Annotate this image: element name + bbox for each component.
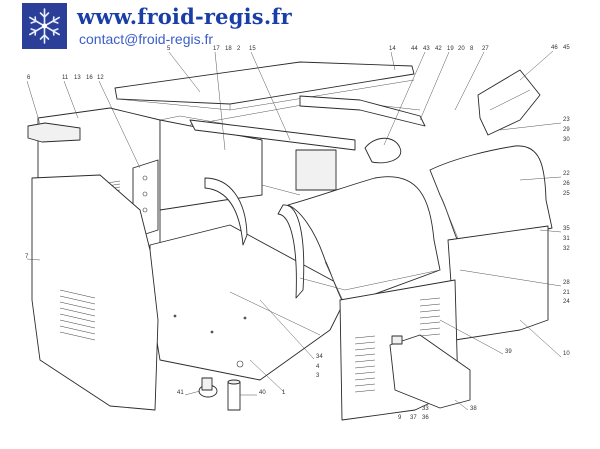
part-label-6: 6: [27, 75, 31, 81]
rack-bracket: [477, 69, 541, 136]
part-label-43: 43: [423, 46, 430, 52]
caster-foot: [198, 377, 218, 398]
part-label-32: 32: [563, 246, 570, 252]
part-label-23: 23: [563, 117, 570, 123]
part-label-15: 15: [249, 46, 256, 52]
ice-bin-left: [287, 176, 441, 306]
compressor-unit: [295, 137, 402, 191]
part-label-4: 4: [316, 364, 320, 370]
part-label-11: 11: [62, 75, 69, 81]
part-label-42: 42: [435, 46, 442, 52]
part-label-21: 21: [563, 290, 570, 296]
contact-email[interactable]: contact@froid-regis.fr: [79, 31, 214, 47]
part-label-28: 28: [563, 280, 570, 286]
side-louver: [354, 297, 441, 393]
part-label-30: 30: [563, 137, 570, 143]
arch-guide-left: [204, 177, 248, 246]
part-label-40: 40: [259, 390, 266, 396]
part-label-37: 37: [410, 415, 417, 421]
front-louver: [59, 289, 96, 341]
leveling-foot: [227, 379, 241, 411]
part-label-2: 2: [237, 46, 241, 52]
ice-bin-right: [429, 145, 553, 249]
part-label-39: 39: [505, 349, 512, 355]
part-label-17: 17: [213, 46, 220, 52]
access-door: [389, 334, 471, 409]
part-label-26: 26: [563, 181, 570, 187]
part-label-10: 10: [563, 351, 570, 357]
part-label-27: 27: [482, 46, 489, 52]
site-url[interactable]: www.froid-regis.fr: [77, 4, 292, 29]
part-label-3: 3: [316, 373, 320, 379]
part-label-25: 25: [563, 191, 570, 197]
part-label-13: 13: [74, 75, 81, 81]
part-label-18: 18: [225, 46, 232, 52]
part-label-44: 44: [411, 46, 418, 52]
part-label-41: 41: [177, 390, 184, 396]
part-label-34: 34: [316, 354, 323, 360]
part-label-45: 45: [563, 45, 570, 51]
part-label-36: 36: [422, 415, 429, 421]
part-label-46: 46: [551, 45, 558, 51]
header: www.froid-regis.fr contact@froid-regis.f…: [0, 0, 600, 55]
snowflake-icon: [22, 3, 67, 49]
part-label-16: 16: [86, 75, 93, 81]
part-label-20: 20: [458, 46, 465, 52]
part-label-8: 8: [470, 46, 474, 52]
part-label-12: 12: [97, 75, 104, 81]
part-label-29: 29: [563, 127, 570, 133]
part-label-14: 14: [389, 46, 396, 52]
part-label-19: 19: [447, 46, 454, 52]
shelf-frame: [189, 95, 426, 151]
part-label-22: 22: [563, 171, 570, 177]
part-label-24: 24: [563, 299, 570, 305]
part-label-7: 7: [25, 254, 29, 260]
part-label-35: 35: [563, 226, 570, 232]
front-left-panel: [31, 174, 159, 411]
part-label-9: 9: [398, 415, 402, 421]
part-label-31: 31: [563, 236, 570, 242]
part-label-38: 38: [470, 406, 477, 412]
part-label-1: 1: [282, 390, 286, 396]
leader-lines: [26, 50, 562, 411]
arch-guide-center: [277, 204, 305, 299]
part-label-33: 33: [422, 406, 429, 412]
part-label-5: 5: [167, 46, 171, 52]
